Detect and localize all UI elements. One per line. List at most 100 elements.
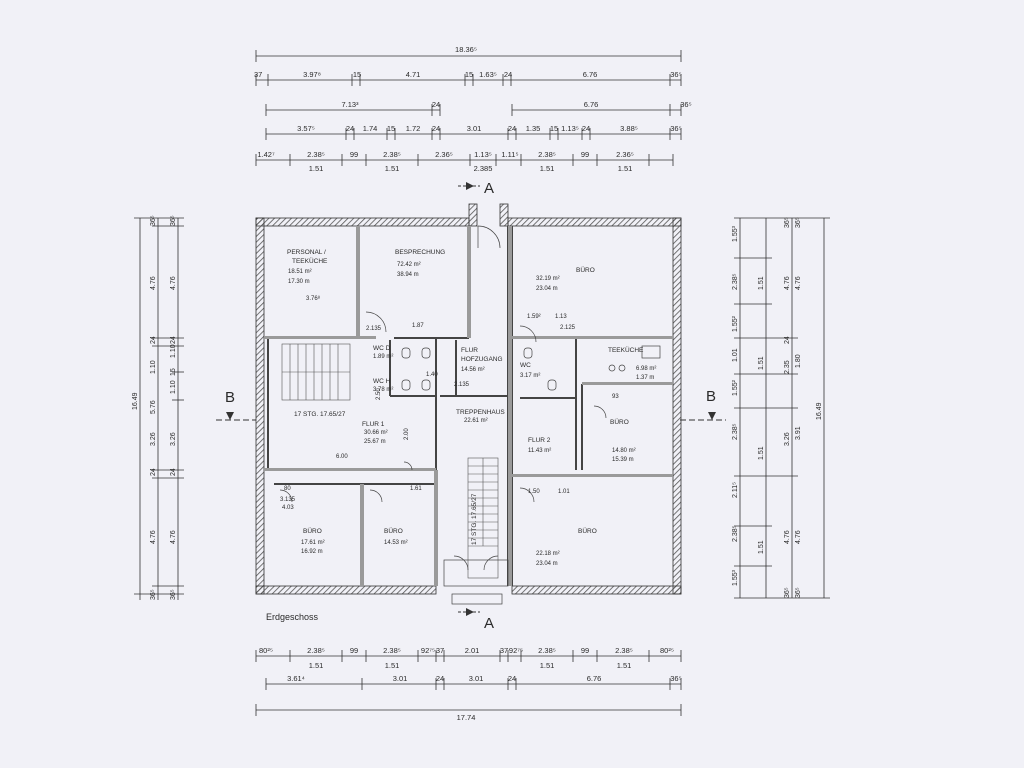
- dim-label: 36⁵: [670, 124, 681, 133]
- room-personal-dim: 3.76⁸: [306, 295, 321, 302]
- dim-label: 1.51: [309, 661, 324, 670]
- interior-dims: 1.87 1.59² 1.13 2.50 2.00 3.135 4.03 80 …: [280, 314, 619, 511]
- dim-label: 1.10: [170, 344, 177, 358]
- dim-label: 2.135: [366, 326, 382, 332]
- room-teekueche-name: TEEKÜCHE: [608, 346, 644, 354]
- dim-label: 99: [350, 646, 358, 655]
- dim-label: 1.10: [170, 380, 177, 394]
- dim-label: 3.57⁵: [297, 124, 315, 133]
- dim-label: 1.51: [540, 661, 555, 670]
- dim-label: 37: [254, 70, 262, 79]
- dim-label: 1.51: [309, 164, 324, 173]
- dim-label: 37: [500, 646, 508, 655]
- room-wc-name: WC: [520, 362, 531, 369]
- dim-label: 15: [170, 368, 177, 376]
- stair-upper-label: 17 STG. 17.65/27: [294, 411, 346, 418]
- dim-label: 1.51: [540, 164, 555, 173]
- room-wc-d-name: WC D: [373, 345, 391, 352]
- dim-label: 36⁵: [150, 215, 157, 226]
- dim-label: 2.135: [454, 382, 470, 388]
- dim-label: 15: [353, 70, 361, 79]
- dim-label: 24: [170, 336, 177, 344]
- room-treppenhaus-name: TREPPENHAUS: [456, 409, 505, 416]
- dim-label: 36⁵: [170, 589, 177, 600]
- dim-label: 99: [581, 646, 589, 655]
- dim-label: 24: [504, 70, 512, 79]
- dim-label: 1.51: [758, 446, 765, 460]
- room-buero-ne-perim: 23.04 m: [536, 286, 558, 292]
- dim-label: 1.61: [410, 486, 422, 492]
- room-besprechung-area: 72.42 m²: [397, 262, 421, 268]
- room-buero-e-perim: 15.39 m: [612, 457, 634, 463]
- dim-label: 4.76: [170, 276, 177, 290]
- dim-label: 4.76: [795, 276, 802, 290]
- bottom-dimension-labels: 80²⁵ 2.38⁵ 99 2.38⁵ 92⁷⁵ 37 2.01 37 92⁷⁵…: [259, 646, 682, 722]
- dim-label: 2.125: [560, 325, 576, 331]
- dim-label: 15: [387, 124, 395, 133]
- dim-label: 1.55³: [732, 225, 739, 242]
- room-besprechung-name: BESPRECHUNG: [395, 249, 445, 256]
- room-buero-se-perim: 23.04 m: [536, 561, 558, 567]
- dim-label: 1.51: [618, 164, 633, 173]
- dim-label: 1.35: [526, 124, 541, 133]
- dim-label: 2.38⁵: [615, 646, 633, 655]
- room-buero-ne-area: 32.19 m²: [536, 276, 560, 282]
- section-markers: A A B B: [216, 180, 726, 632]
- dim-label: 80: [284, 486, 291, 492]
- dim-label: 3.26: [170, 432, 177, 446]
- dim-label: 1.13⁵: [474, 150, 492, 159]
- room-personal-perim: 17.30 m: [288, 279, 310, 285]
- dim-label: 2.36⁵: [435, 150, 453, 159]
- dim-label: 99: [350, 150, 358, 159]
- dim-label: 1.11⁵: [501, 150, 518, 159]
- room-buero-e-name: BÜRO: [610, 418, 629, 426]
- dim-label: 1.13: [555, 314, 567, 320]
- dim-label: 2.38⁵: [307, 646, 325, 655]
- dim-label: 1.55²: [732, 315, 739, 332]
- dim-label: 99: [581, 150, 589, 159]
- dim-label: 24: [508, 124, 516, 133]
- dim-label: 4.76: [150, 530, 157, 544]
- section-label-b-left: B: [225, 389, 235, 406]
- section-label-b-right: B: [706, 388, 716, 405]
- bottom-dimension-chains: [255, 650, 682, 716]
- top-dimension-labels: 18.36⁵ 37 3.97⁸ 15 4.71 15 1.63⁵ 24 6.76…: [254, 45, 692, 173]
- dim-label: 3.01: [393, 674, 408, 683]
- section-label-a-top: A: [484, 180, 494, 197]
- dim-label: 7.13³: [341, 100, 359, 109]
- dim-label: 15: [550, 124, 558, 133]
- dim-label: 3.01: [469, 674, 484, 683]
- room-buero-s-name: BÜRO: [384, 527, 403, 535]
- dim-label: 2.50: [376, 388, 382, 400]
- dim-label: 2.35: [784, 360, 791, 374]
- dim-label: 1.55²: [732, 379, 739, 396]
- room-buero-e-area: 14.80 m²: [612, 448, 636, 454]
- room-flur2-name: FLUR 2: [528, 437, 551, 444]
- dim-label: 36⁵: [795, 587, 802, 598]
- dim-label: 3.01: [467, 124, 482, 133]
- dim-label: 3.91: [795, 426, 802, 440]
- dim-label: 2.00: [404, 428, 410, 440]
- dim-label: 4.71: [406, 70, 421, 79]
- room-buero-se-name: BÜRO: [578, 527, 597, 535]
- exterior-walls: [255, 203, 682, 595]
- room-wc-h-area: 3.78 m²: [373, 387, 393, 393]
- room-treppenhaus-area: 22.61 m²: [464, 418, 488, 424]
- dim-label: 2.38⁵: [732, 273, 739, 290]
- sanitary-fixtures: [401, 345, 661, 605]
- room-labels: PERSONAL / TEEKÜCHE 18.51 m² 17.30 m 3.7…: [287, 249, 656, 567]
- dim-label: 1.01: [732, 348, 739, 362]
- dim-label: 80²⁵: [259, 646, 273, 655]
- dim-label: 36⁵: [670, 674, 681, 683]
- dim-label: 1.51: [758, 356, 765, 370]
- dim-label: 24: [508, 674, 516, 683]
- dim-label: 93: [612, 394, 619, 400]
- section-label-a-bottom: A: [484, 615, 494, 632]
- dim-label: 1.50: [528, 489, 540, 495]
- inner-wall-fills: [264, 226, 673, 586]
- room-besprechung-perim: 38.94 m: [397, 272, 419, 278]
- dim-label: 36⁵: [150, 589, 157, 600]
- dim-label: 1.59²: [527, 314, 541, 320]
- dim-label: 2.385: [474, 164, 493, 173]
